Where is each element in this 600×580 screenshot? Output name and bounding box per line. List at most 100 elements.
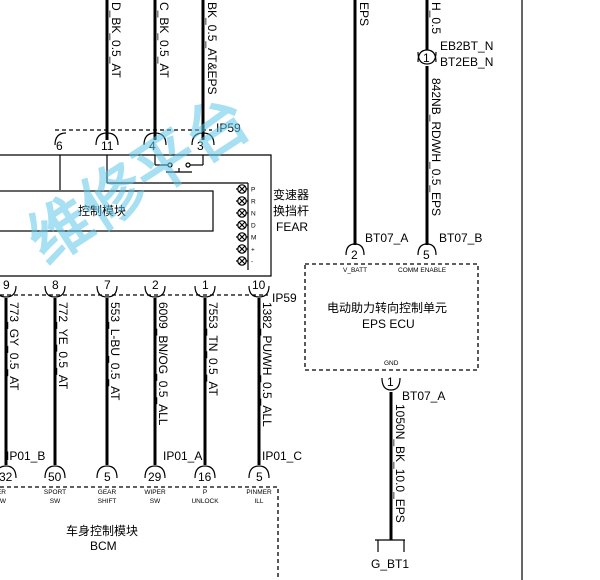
selector-position-label: N (251, 211, 256, 218)
bt07-a-bottom-label: BT07_A (402, 389, 445, 403)
selector-label-2: 换挡杆 (273, 204, 309, 218)
pin-6: 6 (56, 139, 63, 153)
ip59-pin-arc (44, 285, 66, 298)
ip59-top-label: IP59 (216, 121, 241, 135)
eb2bt-n-label: EB2BT_N (440, 39, 493, 53)
bcm-pin-16: 16 (198, 470, 212, 484)
ip01-a-label: IP01_A (163, 449, 202, 463)
ip59-pin-8: 8 (52, 278, 59, 292)
eps-pin-2: 2 (351, 248, 358, 262)
selector-position-label: M (251, 235, 256, 242)
ip59-pin-arc (144, 285, 166, 298)
ip01-b-label: IP01_B (6, 449, 45, 463)
selector-contact-x2 (238, 209, 246, 217)
bcm-pin-function-2: SHIFT (98, 498, 117, 505)
selector-label-3: FEAR (276, 220, 308, 234)
bcm-pin-function-2: ILL (254, 498, 263, 505)
bottom-wire-label: 6009_BN/OG_0.5_ALL (156, 302, 170, 426)
ip59-pin-arc (248, 285, 270, 298)
bcm-pin-function: WIPER (144, 489, 166, 496)
watermark-logo: 维修平台 (15, 82, 263, 278)
bcm-pin-function: GEAR (98, 489, 117, 496)
module-outer-box (0, 154, 272, 277)
eps-ecu-label-1: 电动助力转向控制单元 (327, 300, 447, 315)
splice-bottom-arc (417, 51, 437, 65)
ip59-pin-1: 1 (202, 278, 209, 292)
bcm-pin-function: INTER (0, 489, 6, 496)
ip59-pin-arc (194, 285, 216, 298)
bcm-pin-5: 5 (104, 470, 111, 484)
selector-contact-x2 (238, 197, 246, 205)
eps-pin-1: 1 (387, 375, 394, 389)
wire-eps-right-lower-label: 842NB_RD/WH_0.5_EPS (429, 78, 443, 216)
pin-3: 3 (197, 139, 204, 153)
bottom-wire-label: 772_YE_0.5_AT (56, 302, 70, 390)
pin-4-arc (143, 132, 167, 146)
wire-eps-right-upper-label: H_0.5 (429, 2, 443, 34)
eps-ecu-label-2: EPS ECU (362, 317, 415, 331)
pin-4: 4 (149, 139, 156, 153)
ip59-pin-arc (0, 285, 17, 298)
bcm-pin-function-2: UNLOCK (191, 498, 219, 505)
selector-position-label: P (251, 187, 255, 194)
wire-eps-left-label: EPS (357, 2, 371, 26)
bottom-wire-label: 1382_PU/WH_0.5_ALL (260, 302, 274, 427)
ip59-bottom-label: IP59 (272, 291, 297, 305)
bottom-wire-label: 7553_TN_0.5_AT (206, 302, 220, 397)
bcm-pin-function: P (203, 489, 207, 496)
bcm-pin-5: 5 (256, 470, 263, 484)
pin-6-arc (54, 132, 67, 146)
bottom-wires: 773_GY_0.5_AT 772_YE_0.5_AT 553_L-BU_0.5_A… (4, 298, 274, 465)
bcm-label-1: 车身控制模块 (66, 523, 138, 538)
eps-comm-enable: COMM ENABLE (398, 267, 447, 274)
bcm-pin-arc (144, 465, 166, 479)
bcm-pin-arc (96, 465, 118, 479)
selector-contact-x2 (238, 257, 246, 265)
bcm-pin-50: 50 (48, 470, 62, 484)
wire-top-2-label: C_BK_0.5_AT (157, 2, 171, 78)
bcm-pin-function-2: SW (0, 498, 7, 505)
ip59-pin-arc (96, 285, 118, 298)
bcm-pin-function: PINMER (246, 489, 272, 496)
bcm-pin-function-2: SW (150, 498, 161, 505)
ip59-pin-2: 2 (152, 278, 159, 292)
splice-pin-1: 1 (423, 51, 430, 65)
bcm-pin-32: 32 (0, 470, 13, 484)
bcm-pin-arc (0, 465, 17, 479)
selector-contact-x2 (238, 221, 246, 229)
bcm-pin-29: 29 (148, 470, 162, 484)
switch-contact-left (167, 162, 173, 168)
bcm-pin-function: SPORT (44, 489, 66, 496)
eps-pin-5: 5 (423, 248, 430, 262)
bcm-box (0, 486, 279, 580)
bcm-label-2: BCM (90, 539, 117, 553)
bottom-wire-label: 553_L-BU_0.5_AT (108, 302, 122, 401)
wire-top-3-label: BK_0.5_AT&EPS (205, 2, 219, 95)
bottom-wire-label: 773_GY_0.5_AT (7, 302, 21, 391)
pin-11: 11 (101, 139, 114, 153)
selector-contact-x2 (238, 185, 246, 193)
bcm-pin-arc (44, 465, 66, 479)
ip59-pin-9: 9 (3, 278, 10, 292)
bt07-b-label: BT07_B (439, 231, 482, 245)
control-module-box (0, 190, 214, 232)
eps-v-batt: V_BATT (343, 267, 367, 274)
bt2eb-n-label: BT2EB_N (440, 55, 493, 69)
eps-ecu-box (304, 263, 479, 371)
eps-pin-2-arc (345, 243, 365, 256)
wire-top-1-label: D_BK_0.5_AT (109, 2, 123, 78)
bcm-pin-function-2: SW (50, 498, 61, 505)
bcm-pin-arc (248, 465, 270, 479)
selector-position-label: R (251, 199, 256, 206)
selector-contact-x2 (238, 245, 246, 253)
bcm-pin-arc (194, 465, 216, 479)
control-module-label: 控制模块 (78, 204, 126, 218)
selector-contact-x2 (238, 233, 246, 241)
eps-pin-1-arc (381, 377, 401, 391)
eps-gnd: GND (384, 360, 399, 367)
pin-11-arc (95, 132, 119, 146)
